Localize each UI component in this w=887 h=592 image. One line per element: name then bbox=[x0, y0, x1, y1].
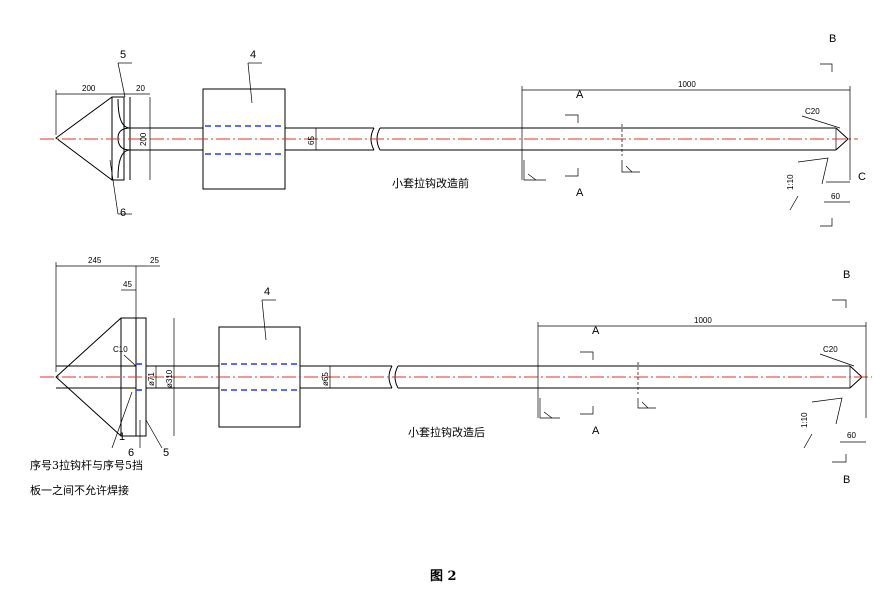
bottom-chamfer-leader bbox=[819, 353, 855, 367]
top-section-b: B bbox=[829, 33, 836, 45]
bottom-dim-245: 245 bbox=[88, 256, 102, 265]
top-balloon-5: 5 bbox=[120, 49, 126, 61]
top-balloon-6: 6 bbox=[120, 207, 126, 219]
top-section-a-bottom: A bbox=[576, 187, 584, 199]
bottom-dim-71: ø71 bbox=[147, 372, 156, 386]
top-slope: 1:10 bbox=[786, 174, 795, 190]
bottom-dim-45: 45 bbox=[123, 280, 132, 289]
bottom-caption: 小套拉钩改造后 bbox=[408, 425, 485, 439]
top-section-a-top: A bbox=[576, 89, 584, 101]
bottom-section-b-top: B bbox=[843, 269, 850, 281]
bottom-view: 245 25 45 ø71 ø310 ø65 C10 4 1 6 5 1000 … bbox=[30, 256, 872, 497]
bottom-dim-60: 60 bbox=[847, 431, 856, 440]
bottom-note-line2: 板一之间不允许焊接 bbox=[30, 483, 129, 497]
bottom-section-a-arrow-top bbox=[580, 351, 594, 360]
bottom-section-b-arrow-top bbox=[832, 299, 847, 308]
bottom-chamfer-c10: C10 bbox=[113, 345, 128, 354]
bottom-balloon-4: 4 bbox=[264, 286, 270, 298]
top-view: 200 20 200 65 5 6 4 1000 A A B C bbox=[40, 33, 866, 227]
top-section-a-arrow-top bbox=[565, 114, 579, 123]
bottom-slope: 1:10 bbox=[800, 412, 809, 428]
top-dim-20: 20 bbox=[136, 84, 145, 93]
top-leader-6 bbox=[109, 159, 119, 215]
top-leader-4 bbox=[247, 62, 253, 104]
top-section-b-arrow bbox=[820, 63, 833, 72]
top-rod-end bbox=[835, 127, 849, 151]
top-balloon-4: 4 bbox=[250, 49, 256, 61]
top-slope-callout bbox=[797, 157, 829, 185]
top-weld-symbol-right bbox=[621, 160, 640, 173]
bottom-weld-symbol-left bbox=[539, 398, 560, 419]
bottom-c10-leader bbox=[123, 354, 137, 367]
bottom-weld-symbol-right bbox=[637, 398, 656, 409]
top-section-b-arrow-bottom bbox=[820, 218, 833, 227]
figure-label: 图 2 bbox=[430, 569, 457, 584]
bottom-chamfer: C20 bbox=[823, 345, 838, 354]
bottom-break-left bbox=[388, 365, 393, 389]
top-dim-1000: 1000 bbox=[678, 80, 696, 89]
top-chamfer-leader bbox=[801, 115, 841, 129]
bottom-dim-1000: 1000 bbox=[694, 316, 712, 325]
bottom-note-line1: 序号3拉钩杆与序号5挡 bbox=[30, 458, 143, 472]
top-section-c: C bbox=[858, 171, 866, 183]
bottom-slope-callout bbox=[811, 397, 843, 425]
top-chamfer: C20 bbox=[805, 107, 820, 116]
bottom-leader-1 bbox=[111, 391, 133, 449]
top-dim-200-len: 200 bbox=[82, 84, 96, 93]
top-dim-60: 60 bbox=[831, 192, 840, 201]
bottom-section-b-bottom: B bbox=[843, 474, 850, 486]
top-dim-65: 65 bbox=[307, 136, 316, 145]
bottom-leader-4 bbox=[261, 299, 267, 341]
top-dim-200-dia: 200 bbox=[139, 132, 148, 146]
bottom-balloon-6: 6 bbox=[128, 447, 134, 459]
top-section-a-arrow-bottom bbox=[565, 168, 579, 177]
bottom-section-a-arrow-bottom bbox=[580, 406, 594, 415]
bottom-dim-25: 25 bbox=[150, 256, 159, 265]
bottom-section-b-arrow-bottom bbox=[832, 454, 847, 463]
top-caption: 小套拉钩改造前 bbox=[392, 176, 469, 190]
bottom-slope-tick bbox=[803, 433, 813, 449]
top-leader-5 bbox=[117, 62, 126, 98]
bottom-dim-65: ø65 bbox=[321, 372, 330, 386]
bottom-dim-310: ø310 bbox=[165, 369, 174, 388]
bottom-balloon-5: 5 bbox=[163, 447, 169, 459]
top-weld-symbol-left bbox=[523, 160, 546, 181]
bottom-section-a-top: A bbox=[592, 325, 600, 337]
bottom-section-a-bottom: A bbox=[592, 425, 600, 437]
bottom-balloon-1: 1 bbox=[119, 431, 125, 443]
top-slope-tick bbox=[789, 195, 799, 211]
bottom-leader-5 bbox=[145, 419, 163, 449]
